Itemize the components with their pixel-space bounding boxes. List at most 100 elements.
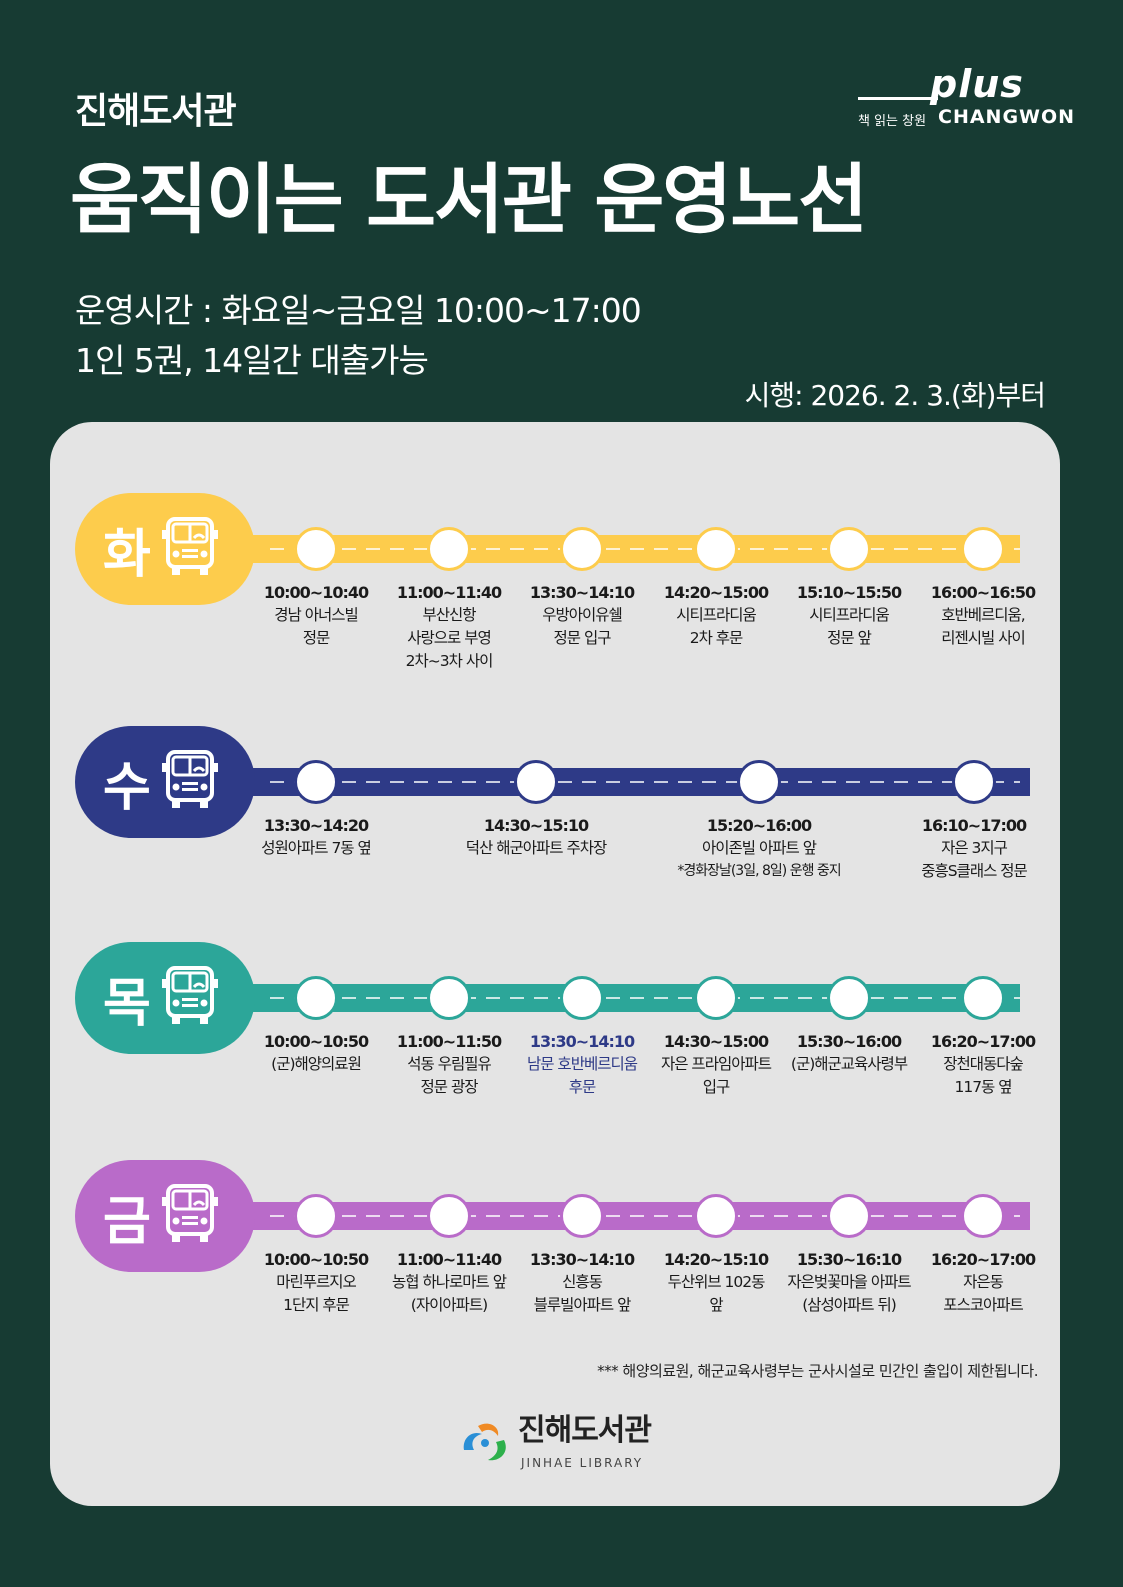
stop-location: 경남 아너스빌 — [274, 606, 359, 624]
stop-time: 13:30~14:20 — [263, 816, 369, 835]
stop-location: 정문 — [302, 629, 331, 647]
stop-marker[interactable] — [560, 1194, 604, 1238]
stop-location: 리젠시빌 사이 — [941, 629, 1026, 647]
stop-time: 16:20~17:00 — [930, 1032, 1036, 1051]
plus-changwon-logo-ko: 책 읽는 창원 — [858, 114, 927, 129]
stop-marker[interactable] — [694, 527, 738, 571]
stop-marker[interactable] — [827, 976, 871, 1020]
route-dash-line — [270, 781, 1020, 783]
stop-marker[interactable] — [294, 760, 338, 804]
stop-marker[interactable] — [694, 976, 738, 1020]
stop-location: 석동 우림필유 — [407, 1055, 492, 1073]
stop-time: 14:30~15:00 — [663, 1032, 769, 1051]
stop-location: 장천대동다숲 — [943, 1055, 1024, 1073]
stop-time: 11:00~11:40 — [396, 583, 502, 602]
page-title: 움직이는 도서관 운영노선 — [70, 155, 868, 244]
stop-marker[interactable] — [560, 527, 604, 571]
stop-location: (군)해군교육사령부 — [790, 1055, 908, 1073]
day-label: 목 — [103, 973, 151, 1034]
day-badge-0: 화 — [75, 493, 255, 605]
stop-marker[interactable] — [427, 527, 471, 571]
stop-marker[interactable] — [560, 976, 604, 1020]
loan-policy: 1인 5권, 14일간 대출가능 — [75, 341, 429, 380]
stop-marker[interactable] — [737, 760, 781, 804]
jinhae-library-logo-icon — [463, 1423, 506, 1461]
stop-location: 성원아파트 7동 옆 — [261, 839, 372, 857]
stop-time: 15:30~16:00 — [796, 1032, 902, 1051]
day-badge-2: 목 — [75, 942, 255, 1054]
stop-marker[interactable] — [294, 976, 338, 1020]
bus-icon — [161, 965, 219, 1031]
bus-icon — [161, 1183, 219, 1249]
stop-location: 포스코아파트 — [943, 1296, 1024, 1314]
stop-location: 아이존빌 아파트 앞 — [702, 839, 817, 857]
stop-marker[interactable] — [427, 1194, 471, 1238]
stop-location: 117동 옆 — [954, 1078, 1012, 1096]
stop-time: 15:30~16:10 — [796, 1250, 902, 1269]
stop-label: 11:00~11:40 농협 하나로마트 앞 (자이아파트) — [385, 1248, 513, 1317]
stop-location: 마린푸르지오 — [276, 1273, 357, 1291]
stop-marker[interactable] — [827, 527, 871, 571]
stop-time: 16:20~17:00 — [930, 1250, 1036, 1269]
stop-label: 13:30~14:20 성원아파트 7동 옆 — [216, 814, 416, 860]
footer-library-name-en: JINHAE LIBRARY — [521, 1456, 644, 1470]
stop-marker[interactable] — [294, 1194, 338, 1238]
stop-location: 우방아이유쉘 — [542, 606, 623, 624]
stop-location: 농협 하나로마트 앞 — [392, 1273, 507, 1291]
operating-hours: 운영시간 : 화요일~금요일 10:00~17:00 — [75, 291, 642, 330]
stop-location: 2차~3차 사이 — [405, 652, 494, 670]
stop-location: 자은 3지구 — [941, 839, 1008, 857]
stop-location: 부산신항 — [422, 606, 476, 624]
day-label: 화 — [103, 524, 151, 585]
stop-location: 정문 앞 — [827, 629, 872, 647]
stop-marker[interactable] — [961, 1194, 1005, 1238]
stop-marker[interactable] — [961, 976, 1005, 1020]
stop-label: 16:20~17:00 장천대동다숲 117동 옆 — [919, 1030, 1047, 1099]
stop-time: 13:30~14:10 — [529, 583, 635, 602]
stop-location: (자이아파트) — [410, 1296, 488, 1314]
day-label: 금 — [103, 1191, 151, 1252]
stop-time: 10:00~10:40 — [263, 583, 369, 602]
stop-location: 1단지 후문 — [283, 1296, 350, 1314]
stop-marker[interactable] — [514, 760, 558, 804]
stop-location: 시티프라디움 — [809, 606, 890, 624]
stop-time: 14:20~15:00 — [663, 583, 769, 602]
stop-marker[interactable] — [294, 527, 338, 571]
effective-date: 시행: 2026. 2. 3.(화)부터 — [744, 379, 1046, 412]
stop-marker[interactable] — [427, 976, 471, 1020]
stop-marker[interactable] — [694, 1194, 738, 1238]
stop-location: 정문 광장 — [420, 1078, 479, 1096]
plus-changwon-logo-word: plus — [930, 62, 1024, 106]
stop-time: 14:30~15:10 — [483, 816, 589, 835]
stop-location: 중흥S클래스 정문 — [921, 862, 1028, 880]
stop-marker[interactable] — [827, 1194, 871, 1238]
stop-location: 정문 입구 — [553, 629, 612, 647]
stop-time: 16:10~17:00 — [921, 816, 1027, 835]
stop-location: 2차 후문 — [689, 629, 744, 647]
stop-location: 블루빌아파트 앞 — [533, 1296, 632, 1314]
stop-location: 후문 — [568, 1078, 597, 1096]
stop-marker[interactable] — [961, 527, 1005, 571]
day-badge-1: 수 — [75, 726, 255, 838]
stop-marker[interactable] — [952, 760, 996, 804]
stop-time: 14:20~15:10 — [663, 1250, 769, 1269]
day-badge-3: 금 — [75, 1160, 255, 1272]
footer-library-name: 진해도서관 — [518, 1413, 652, 1448]
stop-time: 11:00~11:40 — [396, 1250, 502, 1269]
plus-changwon-logo-en: CHANGWON — [938, 106, 1076, 128]
stop-location: (삼성아파트 뒤) — [802, 1296, 897, 1314]
